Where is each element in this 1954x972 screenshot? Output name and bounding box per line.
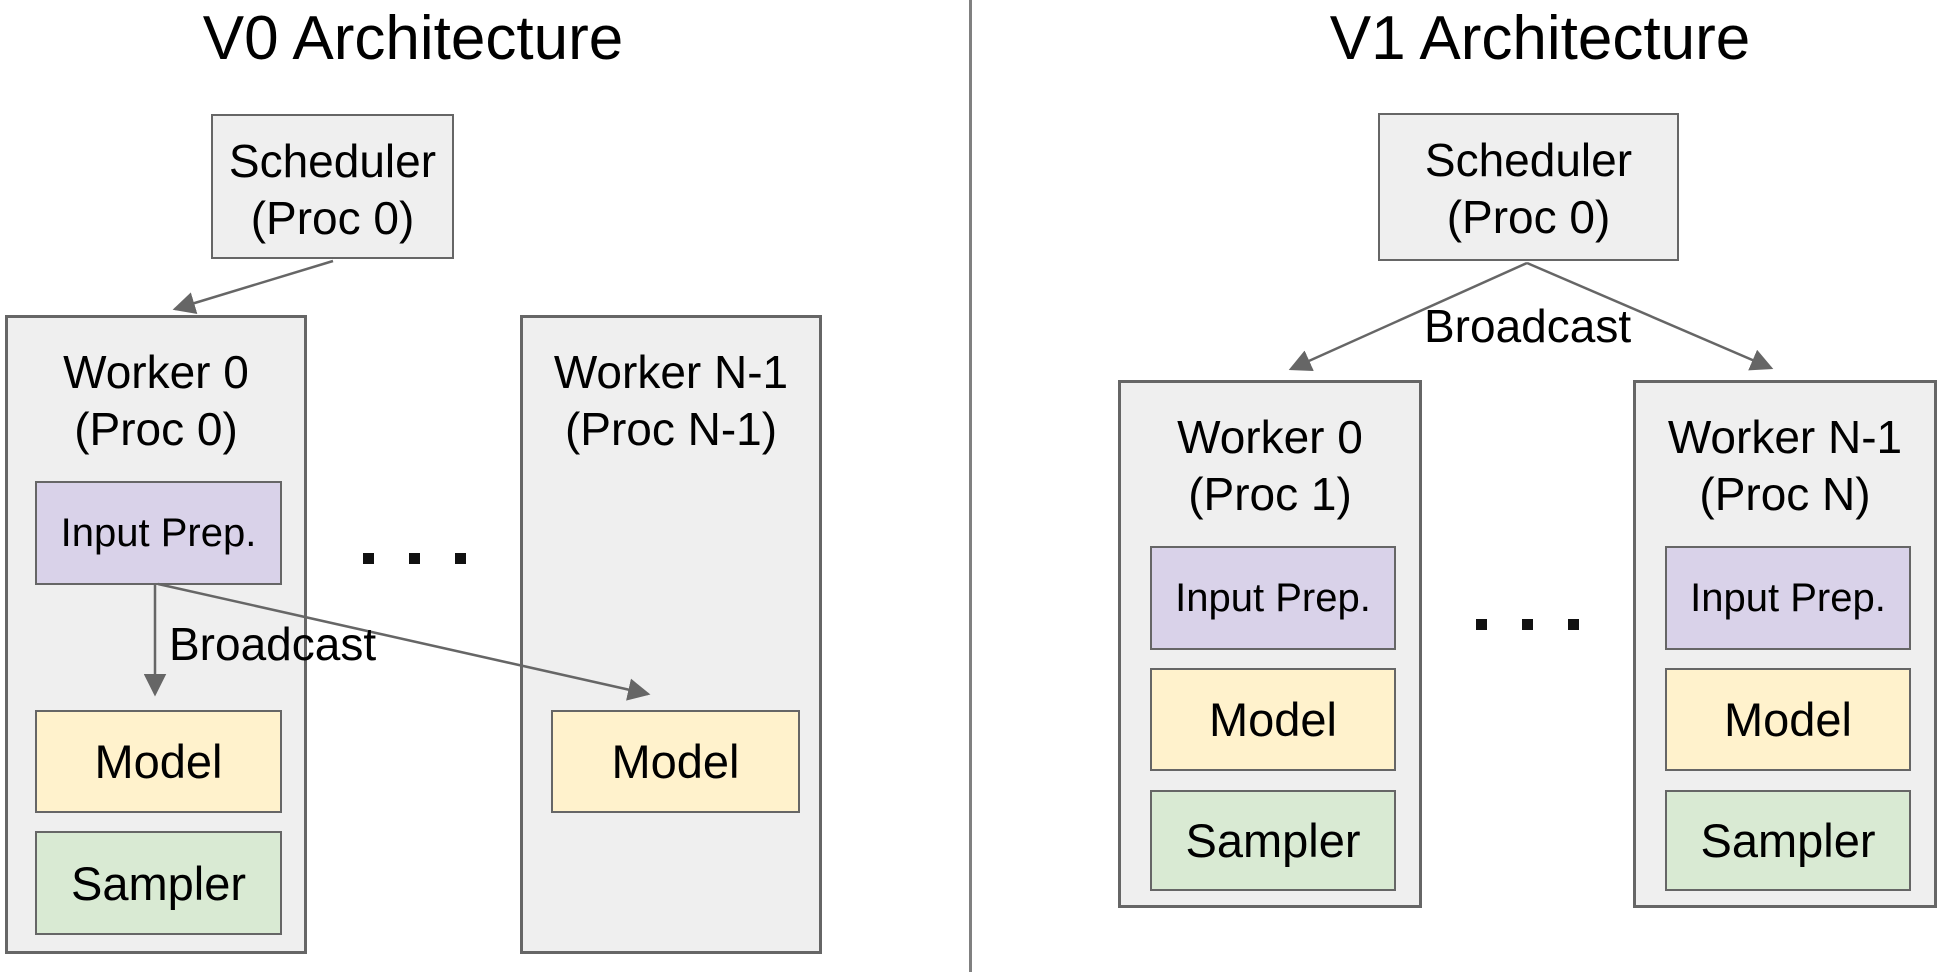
v0-worker0-proc: (Proc 0): [74, 403, 238, 455]
v0-scheduler-title: Scheduler: [228, 135, 437, 187]
v1-worker0-input-prep-box: Input Prep.: [1150, 546, 1396, 650]
v0-workerN-title: Worker N-1 (Proc N-1): [523, 344, 819, 458]
v1-worker0-model-box: Model: [1150, 668, 1396, 771]
v0-scheduler-to-worker0-arrow: [172, 259, 334, 314]
v1-workerN-model-box: Model: [1665, 668, 1911, 771]
v0-worker0-name: Worker 0: [63, 346, 249, 398]
v0-worker0-title: Worker 0 (Proc 0): [8, 344, 304, 458]
v1-workerN-sampler-box: Sampler: [1665, 790, 1911, 891]
v0-scheduler-proc: (Proc 0): [250, 192, 415, 244]
v1-scheduler-proc: (Proc 0): [1446, 191, 1611, 243]
v0-worker0-input-prep-box: Input Prep.: [35, 481, 282, 585]
v0-workerN-name: Worker N-1: [553, 346, 789, 398]
dot: [455, 553, 466, 564]
dot: [1568, 619, 1579, 630]
v1-workerN-box: Worker N-1 (Proc N) Input Prep. Model Sa…: [1633, 380, 1937, 908]
v1-worker0-box: Worker 0 (Proc 1) Input Prep. Model Samp…: [1118, 380, 1422, 908]
v1-worker0-sampler-box: Sampler: [1150, 790, 1396, 891]
dot: [409, 553, 420, 564]
v1-scheduler-box: Scheduler (Proc 0): [1378, 113, 1679, 261]
v1-ellipsis-dots: [1476, 619, 1579, 630]
v0-ellipsis-dots: [363, 553, 466, 564]
v0-workerN-box: Worker N-1 (Proc N-1) Model: [520, 315, 822, 954]
v0-scheduler-box: Scheduler (Proc 0): [211, 114, 454, 259]
dot: [1522, 619, 1533, 630]
dot: [1476, 619, 1487, 630]
dot: [363, 553, 374, 564]
v0-worker0-model-box: Model: [35, 710, 282, 813]
v1-scheduler-title: Scheduler: [1424, 134, 1633, 186]
v0-worker0-sampler-box: Sampler: [35, 831, 282, 935]
v1-title: V1 Architecture: [1329, 4, 1751, 73]
v1-broadcast-label: Broadcast: [1424, 300, 1632, 352]
v0-title: V0 Architecture: [202, 4, 624, 73]
v0-broadcast-label: Broadcast: [169, 618, 377, 670]
v1-workerN-proc: (Proc N): [1699, 468, 1871, 520]
v1-workerN-input-prep-box: Input Prep.: [1665, 546, 1911, 650]
v1-worker0-name: Worker 0: [1177, 411, 1363, 463]
v0-workerN-model-box: Model: [551, 710, 800, 813]
v0-workerN-proc: (Proc N-1): [564, 403, 778, 455]
v1-worker0-title: Worker 0 (Proc 1): [1121, 409, 1419, 523]
section-divider-line: [969, 0, 972, 972]
v1-workerN-name: Worker N-1: [1667, 411, 1903, 463]
v1-workerN-title: Worker N-1 (Proc N): [1636, 409, 1934, 523]
v1-worker0-proc: (Proc 1): [1188, 468, 1352, 520]
